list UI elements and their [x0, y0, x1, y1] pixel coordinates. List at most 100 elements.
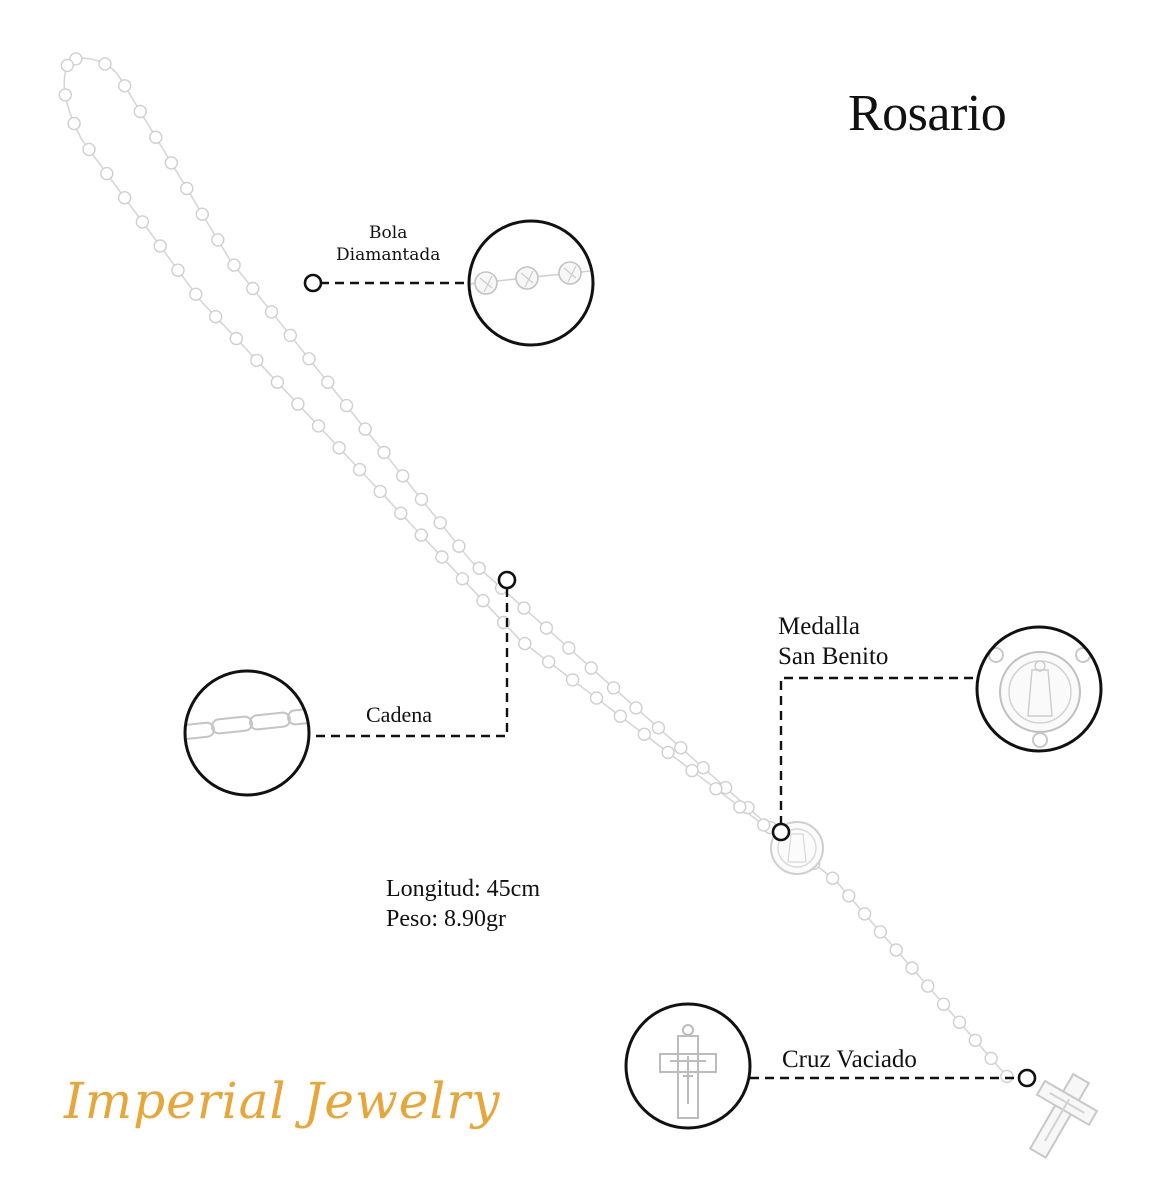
rosary-bead	[396, 469, 410, 483]
rosary-bead	[153, 239, 167, 253]
rosary-bead	[270, 375, 285, 389]
rosary-bead	[905, 961, 919, 975]
rosary-bead	[283, 328, 297, 343]
rosary-bead	[562, 641, 576, 655]
rosary-bead	[67, 116, 81, 131]
rosary-bead	[921, 979, 935, 993]
rosary-bead	[311, 419, 326, 433]
rosary-bead	[825, 871, 840, 885]
brand-logo: Imperial Jewelry	[64, 1072, 501, 1130]
rosary-bead	[674, 741, 688, 755]
rosary-bead	[455, 572, 470, 586]
rosary-bead	[696, 761, 710, 775]
rosary-bead	[709, 782, 723, 796]
rosary-bead	[518, 636, 532, 651]
bola-label-line1: Bola	[369, 223, 408, 243]
rosary-bead	[332, 441, 346, 455]
rosary-bead	[733, 800, 747, 814]
spec-longitud: Longitud: 45cm	[386, 876, 540, 902]
rosary-bead	[291, 397, 305, 411]
rosary-bead	[584, 661, 598, 675]
cruz-label: Cruz Vaciado	[782, 1046, 917, 1073]
cadena-anchor	[497, 570, 517, 590]
rosary-bead	[189, 287, 203, 301]
medal-zoom-icon	[975, 625, 1103, 753]
rosary-bead	[613, 709, 628, 723]
rosary-bead	[433, 516, 447, 530]
cross-zoom-icon	[624, 1002, 752, 1130]
rosary-bead	[842, 889, 856, 903]
rosary-bead	[58, 88, 73, 102]
rosary-bead	[171, 263, 185, 277]
rosary-bead	[229, 331, 244, 346]
cadena-connector	[309, 588, 509, 738]
medalla-connector	[779, 676, 977, 825]
medalla-anchor	[771, 822, 791, 842]
rosary-bead	[542, 655, 556, 669]
rosary-bead	[472, 561, 486, 575]
medalla-label-line1: Medalla	[778, 613, 860, 640]
rosary-bead	[414, 492, 429, 506]
rosary-bead	[227, 258, 241, 272]
rosary-bead	[246, 281, 260, 296]
rosary-bead	[352, 462, 367, 477]
rosary-bead	[149, 130, 163, 144]
rosary-bead	[889, 943, 903, 957]
spec-peso: Peso: 8.90gr	[386, 906, 506, 932]
medalla-label-line2: San Benito	[778, 643, 889, 670]
rosary-bead	[339, 398, 354, 413]
rosary-bead	[685, 763, 699, 778]
rosary-bead	[377, 445, 391, 460]
rosary-bead	[873, 925, 888, 939]
rosary-bead	[211, 233, 225, 247]
rosary-bead	[117, 79, 132, 93]
rosary-bead	[452, 539, 466, 553]
rosary-bead	[358, 422, 372, 436]
rosary-bead	[606, 681, 621, 695]
chain-zoom-icon	[183, 669, 311, 797]
rosary-chain-icon	[58, 52, 1099, 1159]
rosary-bead	[629, 701, 643, 715]
rosary-bead	[857, 907, 872, 921]
rosary-bead	[98, 57, 112, 71]
bola-anchor	[303, 273, 323, 293]
rosary-bead	[60, 58, 75, 73]
rosary-bead	[952, 1015, 967, 1029]
rosary-bead	[539, 621, 554, 635]
rosary-bead	[164, 156, 179, 170]
rosary-bead	[757, 818, 771, 832]
rosary-bead	[517, 601, 531, 615]
bead-zoom-icon	[467, 219, 595, 347]
rosary-bead	[984, 1051, 998, 1066]
cross-icon	[1028, 1072, 1099, 1159]
rosary-bead	[589, 691, 604, 705]
rosary-bead	[1000, 1069, 1014, 1084]
rosary-bead	[135, 215, 150, 229]
cruz-anchor	[1017, 1068, 1037, 1088]
rosary-bead	[936, 997, 951, 1011]
rosary-bead	[321, 375, 335, 389]
rosary-bead	[373, 484, 387, 499]
rosary-bead	[264, 305, 279, 319]
rosary-bead	[180, 181, 194, 196]
rosary-bead	[476, 594, 490, 608]
cadena-label: Cadena	[366, 702, 432, 727]
page-title: Rosario	[848, 85, 1007, 142]
rosary-bead	[637, 727, 651, 741]
rosary-bead	[302, 352, 316, 366]
rosary-bead	[661, 745, 675, 760]
rosary-bead	[414, 528, 428, 542]
rosary-bead	[82, 142, 96, 157]
bola-label-line2: Diamantada	[336, 245, 441, 265]
rosary-bead	[968, 1033, 982, 1048]
rosary-bead	[100, 166, 114, 181]
rosary-bead	[133, 104, 148, 119]
rosary-bead	[651, 721, 666, 735]
rosary-bead	[117, 190, 132, 205]
rosary-bead	[250, 353, 264, 368]
